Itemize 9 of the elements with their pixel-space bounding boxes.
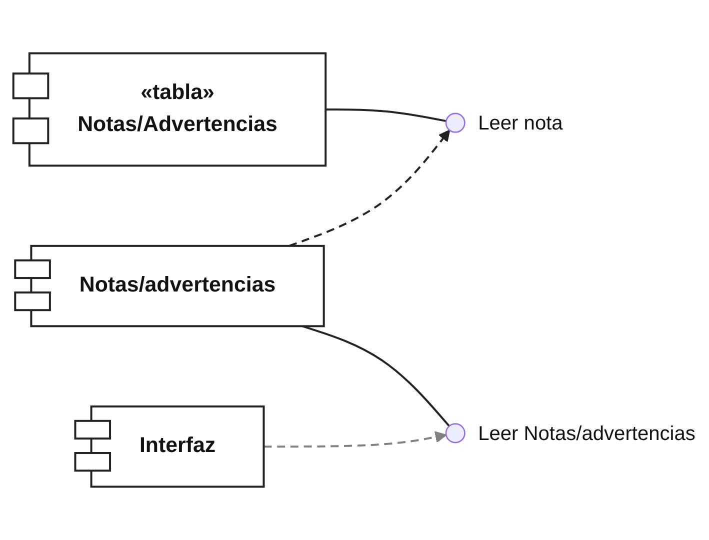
dependency-arrow: [288, 130, 450, 247]
connector-line: [326, 108, 446, 122]
dependency-arrow: [264, 431, 447, 448]
interface-label: Leer nota: [478, 112, 563, 135]
component-name: «tabla» Notas/Advertencias: [78, 80, 278, 138]
interface-label: Leer Notas/advertencias: [478, 422, 696, 445]
component-name: Interfaz: [139, 434, 216, 460]
component-name: Notas/advertencias: [79, 273, 276, 299]
connector-line: [302, 325, 450, 427]
